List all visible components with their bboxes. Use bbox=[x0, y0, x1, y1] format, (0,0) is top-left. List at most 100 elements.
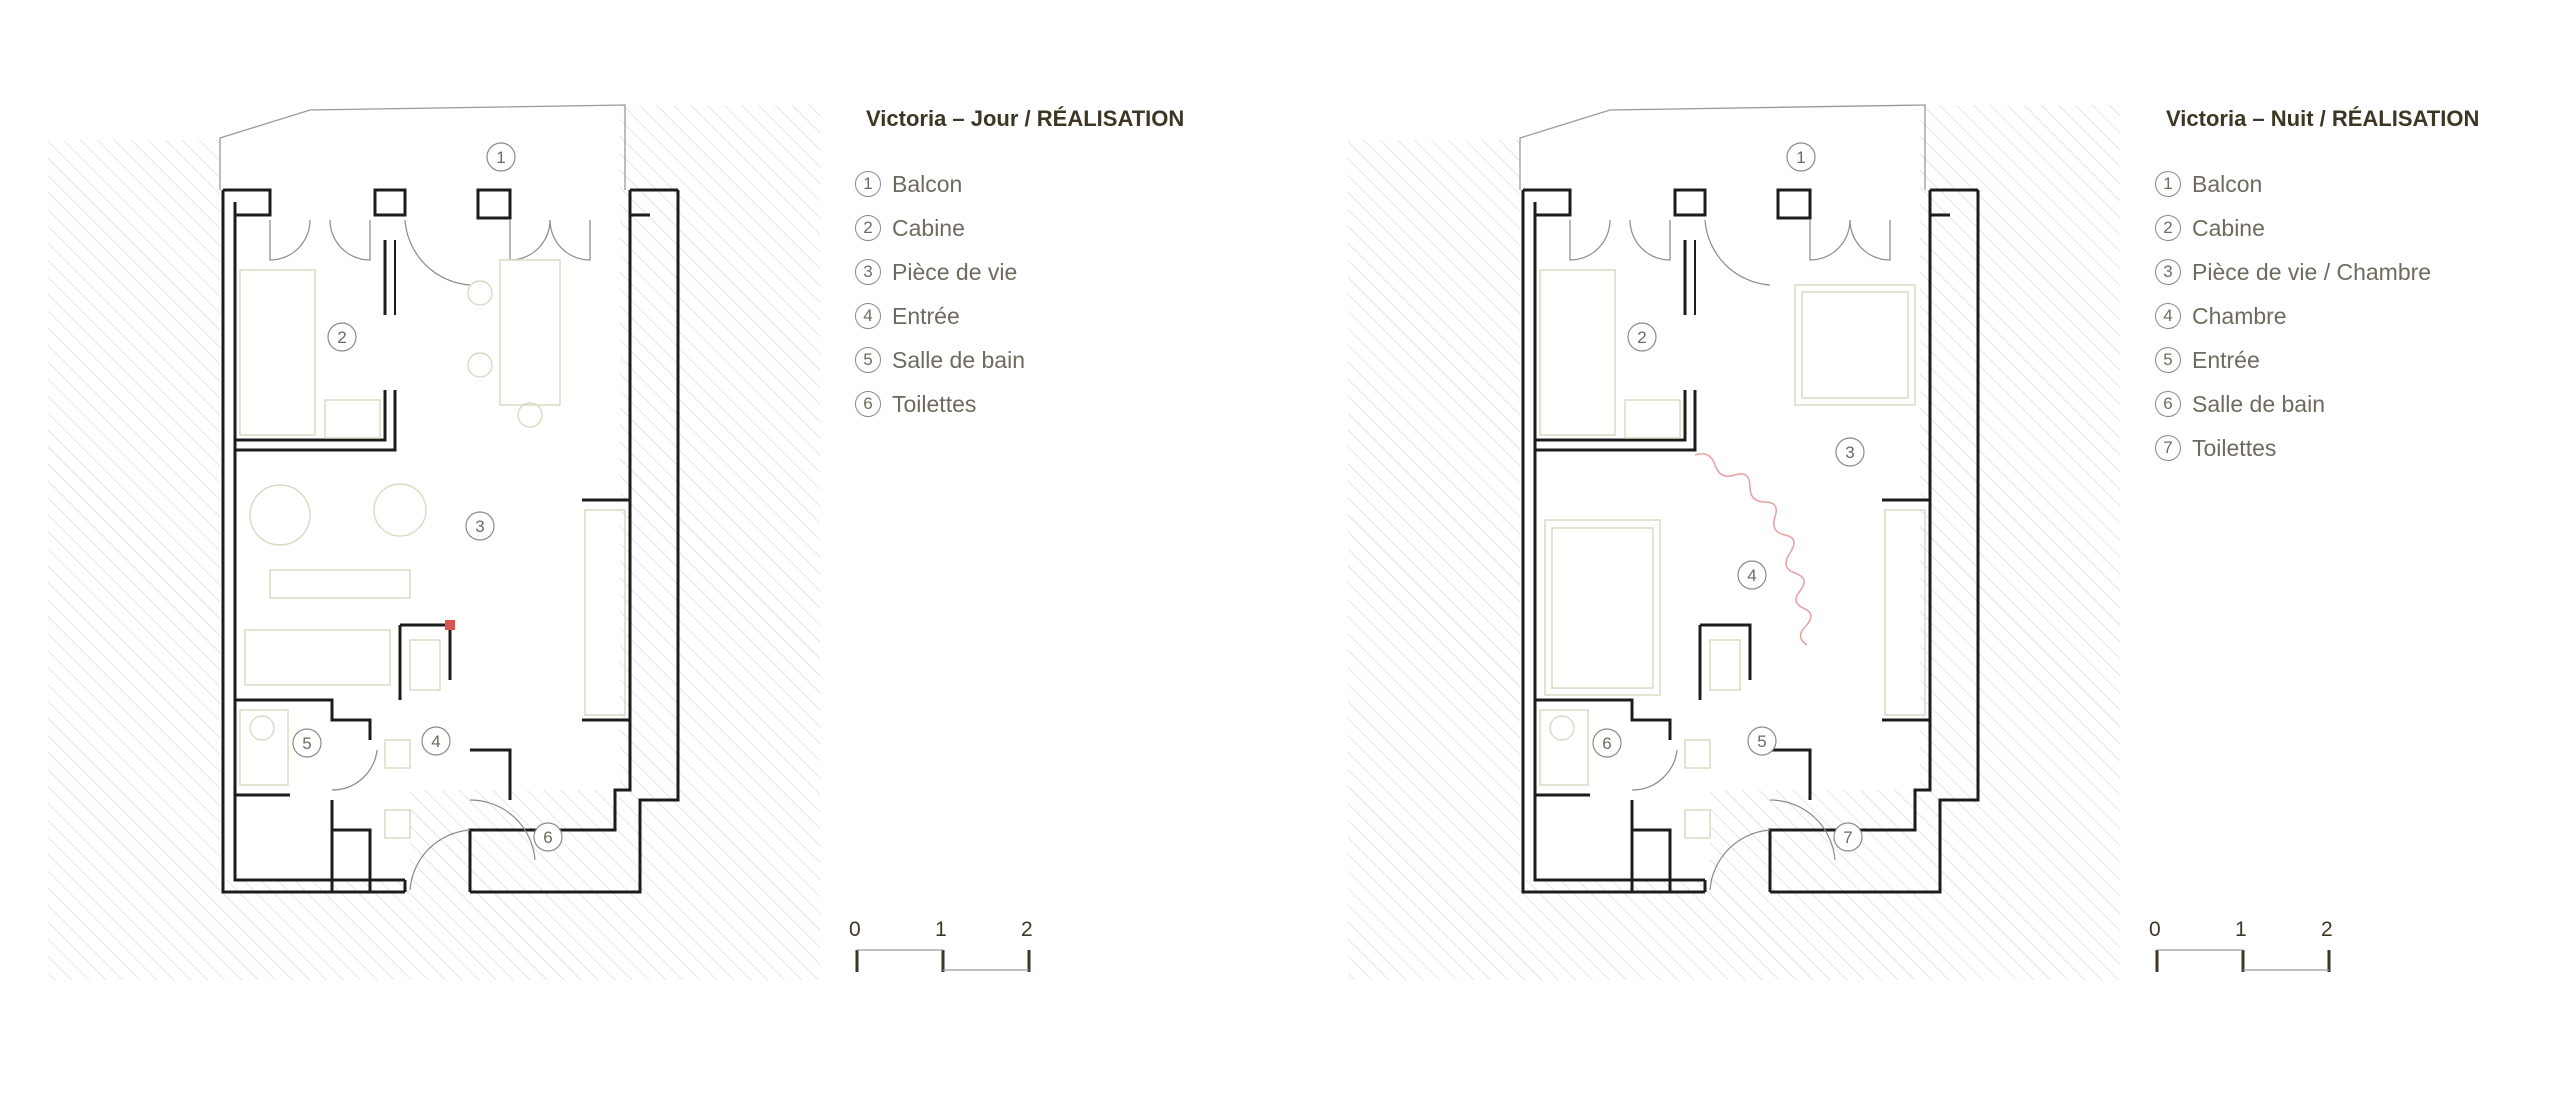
legend-label: Cabine bbox=[892, 214, 965, 241]
legend-label: Entrée bbox=[892, 302, 960, 329]
hatch-area bbox=[48, 140, 220, 880]
balcony-outline bbox=[1519, 104, 1926, 190]
cabin-partition bbox=[1535, 240, 1697, 452]
legend-label: Entrée bbox=[2192, 346, 2260, 373]
room-marker-label: 5 bbox=[302, 734, 311, 753]
room-marker-label: 3 bbox=[1845, 443, 1854, 462]
door-swings bbox=[1569, 219, 1891, 891]
curtain-divider bbox=[1694, 453, 1812, 646]
legend-item: 3 Pièce de vie bbox=[855, 250, 1025, 294]
legend-item: 6 Salle de bain bbox=[2155, 382, 2431, 426]
legend-item: 2 Cabine bbox=[855, 206, 1025, 250]
legend-number: 6 bbox=[2155, 391, 2181, 417]
room-marker-label: 1 bbox=[1796, 148, 1805, 167]
legend-number: 3 bbox=[855, 259, 881, 285]
plan-title: Victoria – Jour / RÉALISATION bbox=[866, 106, 1185, 131]
furniture bbox=[1539, 269, 1926, 839]
room-markers: 1 2 3 4 5 6 7 bbox=[1592, 142, 1865, 852]
legend-item: 1 Balcon bbox=[855, 162, 1025, 206]
room-marker: 1 bbox=[1786, 142, 1816, 172]
room-marker: 1 bbox=[486, 142, 516, 172]
scale-tick-label: 1 bbox=[935, 918, 947, 941]
plan-nuit-panel: 1 2 3 4 5 6 7 bbox=[1300, 0, 2560, 1097]
legend-item: 2 Cabine bbox=[2155, 206, 2431, 250]
interior-walls bbox=[1535, 498, 1930, 892]
legend-number: 5 bbox=[2155, 347, 2181, 373]
room-marker: 5 bbox=[1747, 726, 1777, 756]
room-marker-label: 7 bbox=[1843, 828, 1852, 847]
legend-item: 7 Toilettes bbox=[2155, 426, 2431, 470]
room-marker: 4 bbox=[421, 726, 451, 756]
hatch-area bbox=[1348, 140, 1520, 880]
legend-label: Balcon bbox=[892, 170, 963, 197]
scale-tick-label: 2 bbox=[1021, 918, 1033, 941]
room-marker-label: 2 bbox=[1637, 328, 1646, 347]
scale-tick-label: 0 bbox=[2149, 918, 2161, 941]
legend-item: 3 Pièce de vie / Chambre bbox=[2155, 250, 2431, 294]
legend-item: 6 Toilettes bbox=[855, 382, 1025, 426]
room-marker: 4 bbox=[1737, 560, 1767, 590]
legend-number: 4 bbox=[855, 303, 881, 329]
floor-plan-nuit: 1 2 3 4 5 6 7 bbox=[1348, 104, 2120, 980]
room-marker: 2 bbox=[1627, 322, 1657, 352]
room-marker: 3 bbox=[465, 511, 495, 541]
legend-label: Salle de bain bbox=[892, 346, 1025, 373]
hatch-area bbox=[1348, 105, 2120, 980]
door-swings bbox=[269, 219, 591, 891]
plan-title: Victoria – Nuit / RÉALISATION bbox=[2166, 106, 2480, 131]
room-marker-label: 4 bbox=[431, 732, 440, 751]
legend-item: 5 Salle de bain bbox=[855, 338, 1025, 382]
room-marker-label: 2 bbox=[337, 328, 346, 347]
plan-jour-panel: 1 2 3 4 5 6 Victoria – Jour bbox=[48, 104, 1185, 980]
legend-number: 1 bbox=[855, 171, 881, 197]
legend-number: 6 bbox=[855, 391, 881, 417]
hatch-area bbox=[48, 105, 820, 980]
room-marker-label: 3 bbox=[475, 517, 484, 536]
exterior-walls bbox=[1521, 188, 1980, 894]
legend-number: 2 bbox=[855, 215, 881, 241]
legend-item: 1 Balcon bbox=[2155, 162, 2431, 206]
room-marker: 2 bbox=[327, 322, 357, 352]
scale-bar-graphic bbox=[855, 949, 1031, 972]
scale-tick-label: 2 bbox=[2321, 918, 2333, 941]
room-marker-label: 4 bbox=[1747, 566, 1756, 585]
room-marker-label: 5 bbox=[1757, 732, 1766, 751]
furniture bbox=[239, 259, 626, 839]
balcony-outline bbox=[219, 104, 626, 190]
legend-label: Pièce de vie / Chambre bbox=[2192, 258, 2432, 285]
legend-number: 7 bbox=[2155, 435, 2181, 461]
legend-number: 3 bbox=[2155, 259, 2181, 285]
scale-tick-label: 0 bbox=[849, 918, 861, 941]
legend-label: Balcon bbox=[2192, 170, 2263, 197]
legend-item: 4 Entrée bbox=[855, 294, 1025, 338]
room-marker: 6 bbox=[533, 822, 563, 852]
scale-bar-graphic bbox=[2155, 949, 2331, 972]
accent-marker bbox=[445, 620, 455, 630]
room-marker-label: 6 bbox=[1602, 734, 1611, 753]
legend-label: Cabine bbox=[2192, 214, 2265, 241]
scale-tick-label: 1 bbox=[2235, 918, 2247, 941]
legend-item: 5 Entrée bbox=[2155, 338, 2431, 382]
legend-label: Salle de bain bbox=[2192, 390, 2325, 417]
legend-number: 4 bbox=[2155, 303, 2181, 329]
legend-label: Toilettes bbox=[892, 390, 977, 417]
room-marker-label: 1 bbox=[496, 148, 505, 167]
legend-label: Chambre bbox=[2192, 302, 2287, 329]
cabin-partition bbox=[235, 240, 397, 452]
room-marker: 3 bbox=[1835, 437, 1865, 467]
room-markers: 1 2 3 4 5 6 bbox=[292, 142, 563, 852]
legend-label: Toilettes bbox=[2192, 434, 2277, 461]
legend-item: 4 Chambre bbox=[2155, 294, 2431, 338]
floor-plan-jour: 1 2 3 4 5 6 bbox=[48, 104, 820, 980]
room-marker: 6 bbox=[1592, 728, 1622, 758]
legend-number: 2 bbox=[2155, 215, 2181, 241]
room-marker-label: 6 bbox=[543, 828, 552, 847]
room-marker: 5 bbox=[292, 728, 322, 758]
room-marker: 7 bbox=[1833, 822, 1863, 852]
legend-label: Pièce de vie bbox=[892, 258, 1018, 285]
legend-number: 1 bbox=[2155, 171, 2181, 197]
exterior-walls bbox=[221, 188, 680, 894]
legend-number: 5 bbox=[855, 347, 881, 373]
